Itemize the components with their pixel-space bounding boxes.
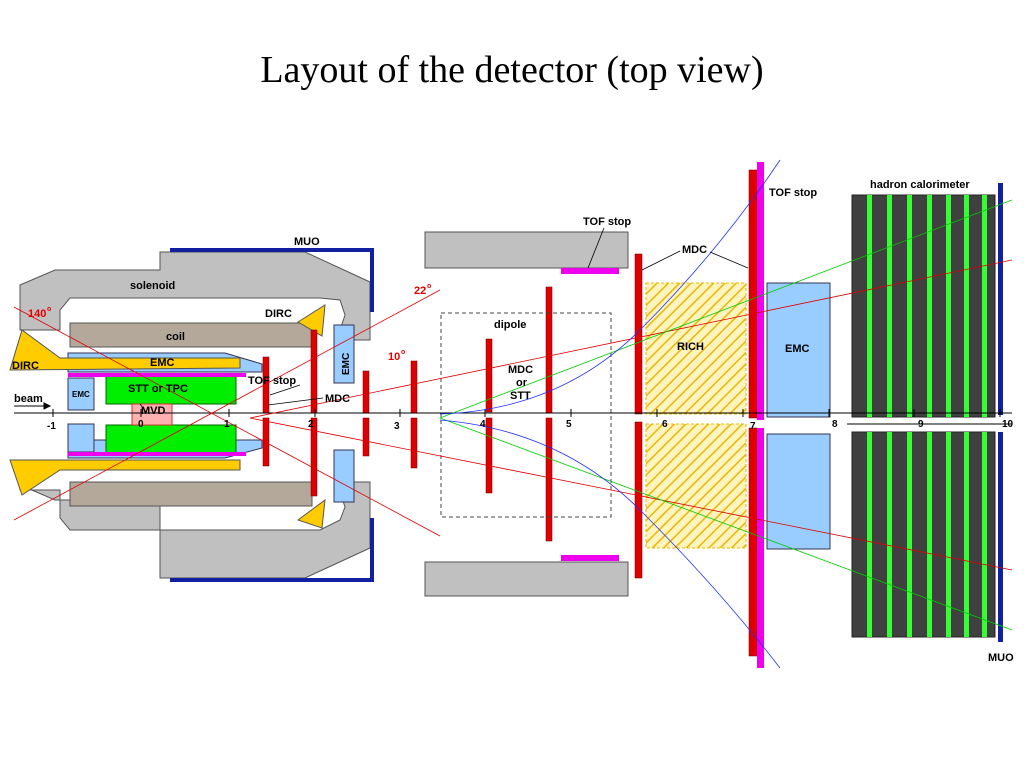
tick-label: 1 xyxy=(224,419,230,430)
label-mdc-left: MDC xyxy=(325,393,350,405)
solenoid-yoke xyxy=(19,251,371,579)
rich-lower xyxy=(645,423,747,549)
dipole-yoke-lower xyxy=(424,561,629,597)
label-mdc-or-stt-2: or xyxy=(516,377,528,389)
dirc-right-upper xyxy=(297,304,326,337)
tick-label: 0 xyxy=(138,419,144,430)
dipole-region xyxy=(440,312,612,518)
mvd xyxy=(131,403,173,426)
label-rich: RICH xyxy=(677,341,704,353)
label-emc-inner: EMC xyxy=(150,357,175,369)
label-mdc-right: MDC xyxy=(682,244,707,256)
label-solenoid: solenoid xyxy=(130,280,175,292)
label-mvd: MVD xyxy=(141,405,166,417)
dirc-right-lower xyxy=(296,498,326,529)
emc-backward-upper xyxy=(67,377,95,411)
label-angle-140: 140 xyxy=(28,308,46,320)
label-mdc-or-stt-1: MDC xyxy=(508,364,533,376)
label-dirc-top: DIRC xyxy=(265,308,292,320)
svg-text:o: o xyxy=(427,283,431,290)
stt-magenta-upper xyxy=(68,373,246,377)
slide-title: Layout of the detector (top view) xyxy=(260,49,764,91)
svg-text:o: o xyxy=(401,349,405,356)
tof-stop-right-upper xyxy=(757,162,764,420)
label-angle-22: 22 xyxy=(414,285,426,297)
tof-mid-upper xyxy=(561,268,619,274)
emc-endcap-lower xyxy=(333,449,355,503)
label-muo-top: MUO xyxy=(294,236,320,248)
label-tof-stop-left: TOF stop xyxy=(248,375,296,387)
angle-labels: 140 o 22 o 10 o xyxy=(28,283,431,363)
label-stt-tpc: STT or TPC xyxy=(128,383,188,395)
emc-forward-upper xyxy=(766,282,831,418)
label-muo-bottom: MUO xyxy=(988,652,1014,664)
tick-label: 9 xyxy=(918,419,924,430)
tick-label: 3 xyxy=(394,421,400,432)
svg-text:o: o xyxy=(47,306,51,313)
label-angle-10: 10 xyxy=(388,351,400,363)
tof-mid-lower xyxy=(561,555,619,561)
label-beam: beam xyxy=(14,393,43,405)
dipole-yoke-upper xyxy=(424,231,629,269)
label-emc-forward: EMC xyxy=(785,343,810,355)
dirc-left-lower xyxy=(9,459,241,496)
rich-upper xyxy=(645,282,747,415)
tick-label: 10 xyxy=(1002,419,1014,430)
tick-label: 5 xyxy=(566,419,572,430)
emc-forward-lower xyxy=(766,433,831,550)
stt-upper xyxy=(105,375,237,405)
label-emc-endcap: EMC xyxy=(341,353,352,375)
tick-label: 7 xyxy=(750,421,756,432)
emc-backward-lower xyxy=(67,423,95,453)
beam-axis xyxy=(14,402,1012,425)
coil-lower xyxy=(69,481,313,507)
label-tof-stop-right: TOF stop xyxy=(769,187,817,199)
tick-label: 6 xyxy=(662,419,668,430)
muo-barrel xyxy=(170,248,374,582)
label-tof-stop-mid: TOF stop xyxy=(583,216,631,228)
mdc-chambers xyxy=(262,169,758,657)
label-dipole: dipole xyxy=(494,319,526,331)
acceptance-lines xyxy=(13,159,1013,669)
label-emc-small: EMC xyxy=(72,390,90,399)
label-mdc-or-stt-3: STT xyxy=(510,390,531,402)
axis-tick-labels: -1 0 1 2 3 4 5 6 7 8 9 10 xyxy=(47,419,1014,432)
label-coil: coil xyxy=(166,331,185,343)
label-dirc-left: DIRC xyxy=(12,360,39,372)
coil-upper xyxy=(69,322,313,348)
tick-label: -1 xyxy=(47,421,56,432)
label-hadron-calorimeter: hadron calorimeter xyxy=(870,179,970,191)
stt-magenta-lower xyxy=(68,452,246,456)
tof-stop-right-lower xyxy=(757,428,764,668)
tick-label: 2 xyxy=(308,419,314,430)
axis-ticks xyxy=(52,409,1001,417)
tick-label: 4 xyxy=(480,419,486,430)
tick-label: 8 xyxy=(832,419,838,430)
stt-lower xyxy=(105,424,237,454)
hadron-calorimeter xyxy=(851,183,1003,642)
dirc-left-upper xyxy=(9,329,241,371)
leader-lines xyxy=(139,227,749,413)
